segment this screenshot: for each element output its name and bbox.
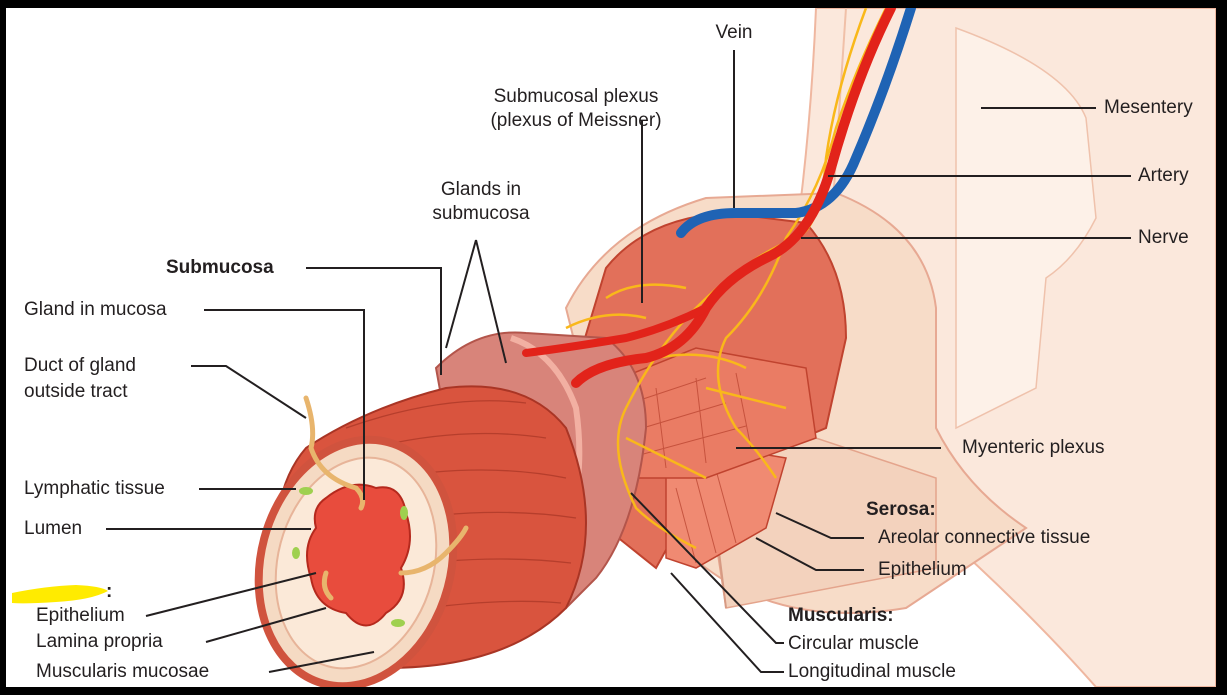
digestive-tract-layers-illustration — [12, 8, 1216, 687]
circular-muscle-layer — [595, 347, 817, 479]
label-longitudinal-muscle: Longitudinal muscle — [788, 661, 956, 682]
label-submucosal-plexus: Submucosal plexus — [493, 86, 659, 107]
label-myenteric-plexus: Myenteric plexus — [962, 437, 1105, 458]
label-vein: Vein — [715, 22, 753, 43]
label-areolar-connective-tissue: Areolar connective tissue — [878, 527, 1091, 548]
label-lymphatic-tissue: Lymphatic tissue — [24, 478, 165, 499]
label-muscularis: Muscularis: — [788, 605, 894, 626]
label-duct-of-gland: Duct of gland — [24, 355, 136, 376]
label-glands-in: Glands in — [440, 179, 522, 200]
label-epithelium: Epithelium — [36, 605, 125, 626]
label-muscularis-mucosae: Muscularis mucosae — [36, 661, 210, 682]
label-serosa-epithelium: Epithelium — [878, 559, 967, 580]
label-mesentery: Mesentery — [1104, 97, 1193, 118]
leader-lines — [106, 50, 1131, 673]
label-serosa: Serosa: — [866, 499, 936, 520]
label-nerve: Nerve — [1138, 227, 1189, 248]
diagram-panel: Vein Submucosal plexus (plexus of Meissn… — [6, 8, 1216, 687]
label-lumen: Lumen — [24, 518, 83, 539]
label-glands-submucosa: submucosa — [432, 203, 530, 224]
label-submucosa: Submucosa — [166, 257, 274, 278]
glands-and-duct — [303, 395, 469, 601]
label-lamina-propria: Lamina propria — [36, 631, 163, 652]
label-artery: Artery — [1138, 165, 1189, 186]
label-gland-in-mucosa: Gland in mucosa — [24, 299, 167, 320]
label-circular-muscle: Circular muscle — [788, 633, 919, 654]
vein-vessel — [676, 8, 916, 238]
tube-cross-section — [254, 435, 458, 687]
artery-vessel — [522, 8, 896, 388]
label-outside-tract: outside tract — [24, 381, 128, 402]
highlighter-mark — [12, 585, 108, 604]
label-mucosa-header: : — [106, 581, 113, 602]
label-submucosal-plexus-meissner: (plexus of Meissner) — [490, 110, 662, 131]
